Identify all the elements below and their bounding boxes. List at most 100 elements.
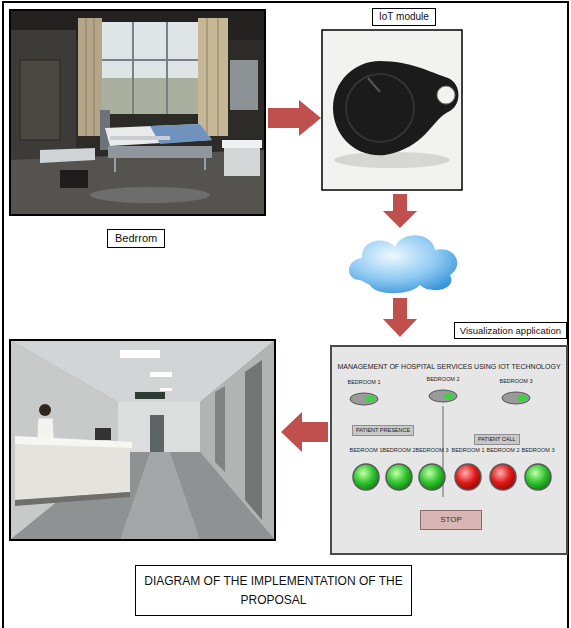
window-view (98, 78, 202, 114)
bed-base (108, 146, 212, 158)
led-label: BEDROOM 2 (382, 447, 415, 454)
far-door (150, 415, 164, 452)
ceiling-light (160, 388, 172, 391)
photo-ground (10, 340, 275, 540)
stop-button: STOP (420, 510, 482, 530)
led-label: BEDROOM 3 (521, 447, 554, 454)
sink-cabinet (224, 148, 260, 176)
status-led (455, 464, 481, 490)
door (245, 360, 262, 520)
cloud (349, 235, 457, 293)
text-holder: IoT module (372, 6, 436, 26)
switch-label: BEDROOM 2 (426, 376, 459, 383)
shadow (334, 152, 450, 168)
app-label: Visualization application (454, 322, 567, 339)
iot-module-photo (322, 30, 462, 190)
curtain (198, 18, 228, 136)
text-holder: Bedrrom (107, 228, 165, 248)
nurse-head (39, 404, 51, 416)
window (98, 22, 202, 114)
toggle-switch (429, 390, 457, 402)
node-text: PATIENT CALL (478, 436, 516, 443)
mullion (98, 59, 202, 61)
led-label: BEDROOM 1 (451, 447, 484, 454)
counter-top (15, 436, 132, 448)
block-arrow (268, 100, 321, 136)
mullion (132, 22, 134, 114)
toggle-light (444, 393, 454, 399)
status-led (525, 464, 551, 490)
mattress (105, 124, 212, 146)
toggle-switch (350, 393, 378, 405)
hanging-sign (135, 392, 165, 399)
ceiling-light (120, 350, 160, 358)
text-holder: BEDROOM 1 (451, 447, 484, 454)
node-text: PATIENT PRESENCE (356, 427, 410, 434)
indicator-title: PATIENT CALL (474, 434, 520, 445)
text-holder: MANAGEMENT OF HOSPITAL SERVICES USING IO… (335, 363, 563, 371)
block-arrow (383, 298, 417, 337)
tag-body (333, 61, 459, 155)
second-bed (40, 148, 95, 163)
status-led (353, 464, 379, 490)
floor-shine (90, 187, 210, 203)
panel-heading: MANAGEMENT OF HOSPITAL SERVICES USING IO… (335, 363, 563, 371)
cabinet (20, 60, 60, 140)
text-holder: BEDROOM 3 (521, 447, 554, 454)
counter-base (15, 492, 130, 506)
photo-caption: Bedrrom (107, 229, 165, 248)
photo-node: Bedrrom (10, 10, 265, 254)
text-holder: BEDROOM 2 (382, 447, 415, 454)
text-holder: BEDROOM 1 (347, 379, 380, 386)
module-label: IoT module (372, 8, 436, 26)
counter (15, 440, 130, 500)
key-hole (437, 86, 455, 104)
corridor-photo (10, 340, 275, 540)
text-holder: BEDROOM 1 (349, 447, 382, 454)
wall (10, 30, 76, 170)
indicator-title: PATIENT PRESENCE (352, 425, 414, 436)
mirror (230, 60, 258, 110)
status-led (386, 464, 412, 490)
node-text: STOP (440, 515, 462, 525)
bedroom-photo (10, 10, 265, 215)
bed-legs (115, 158, 205, 172)
tag-ring (346, 74, 414, 142)
text-holder: BEDROOM 2 (426, 376, 459, 383)
status-led (490, 464, 516, 490)
figure-frame (3, 2, 568, 628)
toggle-light (517, 395, 527, 401)
photo-border (10, 340, 275, 540)
text-holder: BEDROOM 2 (486, 447, 519, 454)
bed-sheet (150, 124, 212, 144)
floor-shine (120, 452, 200, 540)
bed-rail (110, 136, 170, 140)
text-holder: DIAGRAM OF THE IMPLEMENTATION OF THE PRO… (135, 565, 412, 616)
switch-label: BEDROOM 3 (499, 378, 532, 385)
app-panel: Visualization applicationMANAGEMENT OF H… (330, 345, 568, 555)
text-holder: BEDROOM 3 (415, 447, 448, 454)
figure-caption: DIAGRAM OF THE IMPLEMENTATION OF THE PRO… (135, 565, 412, 616)
door (215, 386, 225, 472)
led-label: BEDROOM 3 (415, 447, 448, 454)
text-holder: Visualization application (454, 320, 567, 339)
block-arrow (383, 194, 417, 228)
panel-ground (330, 345, 568, 555)
app-screen (330, 345, 568, 555)
photo-node: IoT module (322, 6, 462, 190)
switch-label: BEDROOM 1 (347, 379, 380, 386)
sink (222, 140, 262, 148)
photo-border (10, 10, 265, 215)
curtain (78, 18, 102, 136)
led-label: BEDROOM 1 (349, 447, 382, 454)
tag-slit (368, 78, 380, 92)
mullion (166, 22, 168, 114)
photo-ground (322, 30, 462, 190)
ceiling-light (150, 372, 172, 377)
photo-ground (10, 10, 265, 215)
led-label: BEDROOM 2 (486, 447, 519, 454)
block-arrow (281, 412, 328, 452)
